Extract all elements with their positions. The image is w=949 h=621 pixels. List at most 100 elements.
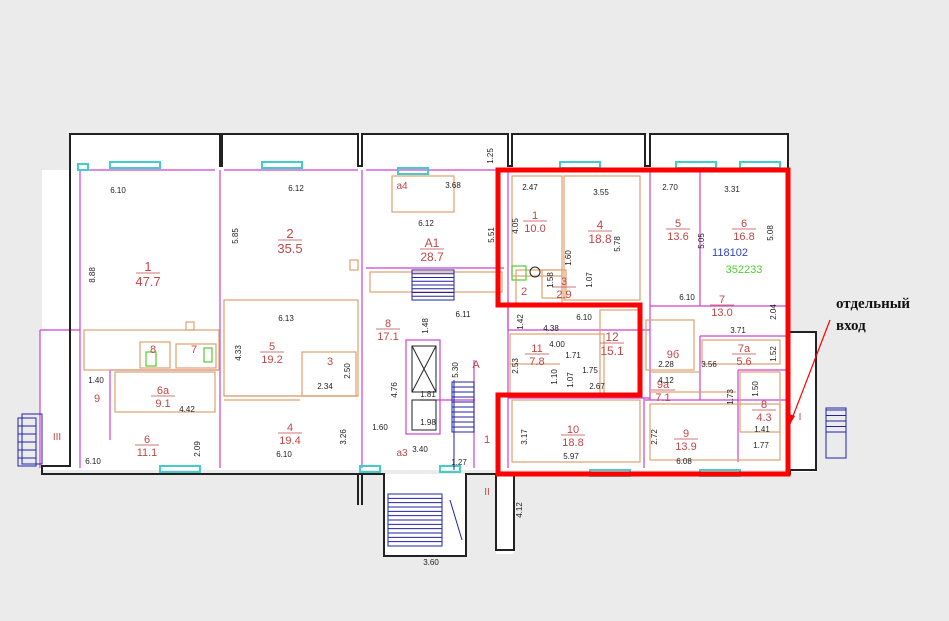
- floor-area: [496, 474, 514, 554]
- dimension-label: 8.88: [88, 267, 97, 283]
- room-number: 9: [683, 428, 689, 440]
- dimension-label: 6.13: [278, 314, 294, 323]
- window: [261, 161, 303, 169]
- dimension-label: 3.26: [339, 429, 348, 445]
- dimension-label: 4.05: [511, 218, 520, 234]
- dimension-label: 5.51: [487, 227, 496, 243]
- room-number: 5: [675, 218, 681, 230]
- room-outline: [541, 269, 567, 299]
- room-number: 5: [269, 341, 275, 353]
- dimension-label: 3.55: [593, 188, 609, 197]
- dimension-label: 1.40: [88, 376, 104, 385]
- floor-area: [790, 332, 816, 472]
- dimension-label: 1.50: [751, 381, 760, 397]
- dimension-label: 2.70: [662, 183, 678, 192]
- dimension-label: 1.25: [486, 148, 495, 164]
- room-number: 10: [567, 424, 579, 436]
- dimension-label: 1.42: [516, 314, 525, 330]
- outer-wall: [41, 133, 817, 557]
- dimension-label: 1.71: [565, 351, 581, 360]
- elevator-car-2: [411, 399, 437, 431]
- room-number: 1: [484, 434, 490, 446]
- room-area: 10.0: [524, 223, 545, 235]
- room-number: 3: [327, 356, 333, 368]
- dimension-label: 2.09: [193, 441, 202, 457]
- sink-fixture: [203, 347, 213, 363]
- room-outline: [139, 341, 171, 369]
- room-area: 28.7: [420, 250, 444, 264]
- stairs: [17, 269, 847, 547]
- room-number: 4: [597, 218, 604, 232]
- room-number: 8: [385, 318, 391, 330]
- room-outline: [83, 329, 220, 371]
- dimension-label: 1.48: [421, 318, 430, 334]
- elevator-shaft: [405, 339, 441, 435]
- dimension-label: 5.08: [766, 225, 775, 241]
- dimension-label: 1.60: [564, 250, 573, 266]
- room-area: 13.9: [675, 441, 696, 453]
- floor-area: [70, 134, 362, 172]
- room-area: 15.1: [600, 344, 624, 358]
- dimension-label: 1.73: [726, 389, 735, 405]
- floor-area: [362, 134, 508, 172]
- dimension-label: 2.04: [769, 304, 778, 320]
- fixture: [349, 259, 359, 271]
- room-number: 12: [605, 330, 619, 344]
- dimension-label: 6.11: [456, 310, 472, 319]
- room-outline: [511, 175, 563, 277]
- cadastral-number-green: 352233: [726, 264, 763, 276]
- room-outline: [739, 371, 781, 433]
- window: [359, 465, 381, 473]
- room-number: 7a: [738, 343, 751, 355]
- room-number: 1: [144, 259, 151, 274]
- dimension-label: 4.12: [658, 376, 674, 385]
- dimension-label: 2.50: [343, 363, 352, 379]
- dimension-label: 2.53: [511, 358, 520, 374]
- dimension-label: 1.75: [582, 366, 598, 375]
- room-number: A1: [425, 236, 440, 250]
- axis-marker: I: [799, 412, 802, 423]
- dimension-label: 4.33: [234, 345, 243, 361]
- room-area: 4.3: [756, 412, 771, 424]
- window: [159, 465, 201, 473]
- window: [397, 167, 429, 175]
- dimension-label: 6.10: [679, 293, 695, 302]
- dimension-label: 6.08: [676, 457, 692, 466]
- dimension-label: 1.07: [585, 272, 594, 288]
- dimension-label: 1.27: [451, 458, 467, 467]
- room-number: 8: [150, 344, 156, 356]
- room-number: 6a: [157, 385, 170, 397]
- room-number: 9: [94, 393, 100, 405]
- dimension-label: 3.71: [730, 326, 746, 335]
- annotation-pointer: [789, 319, 831, 425]
- dimension-label: 1.10: [550, 369, 559, 385]
- floor-area: [384, 474, 466, 556]
- dimension-label: 1.41: [754, 425, 770, 434]
- dimension-label: 2.28: [658, 360, 674, 369]
- dimension-label: 2.47: [522, 183, 538, 192]
- room-outline: [701, 339, 781, 365]
- room-outline: [563, 175, 641, 301]
- dimension-label: 5.78: [613, 236, 622, 252]
- dimension-label: 1.52: [769, 346, 778, 362]
- room-area: 9.1: [155, 398, 170, 410]
- room-area: 2.9: [556, 289, 571, 301]
- axis-marker: II: [484, 487, 490, 498]
- room-number: 7: [191, 344, 197, 356]
- room-outline: [391, 175, 455, 213]
- dimension-label: 1.81: [420, 390, 436, 399]
- dimension-label: 5.30: [451, 362, 460, 378]
- room-number: 9б: [667, 349, 679, 361]
- room-number: A: [472, 359, 480, 371]
- dimension-label: 6.10: [110, 186, 126, 195]
- room-number: 6: [144, 434, 150, 446]
- highlight-outline: [495, 167, 831, 477]
- room-outline: [175, 343, 217, 369]
- entrance-porch: [825, 407, 847, 459]
- fixtures: [145, 259, 541, 435]
- room-area: 19.2: [261, 354, 282, 366]
- room-area: 17.1: [377, 331, 398, 343]
- dimension-label: 3.40: [412, 445, 428, 454]
- entrance-annotation-line2: вход: [836, 318, 866, 334]
